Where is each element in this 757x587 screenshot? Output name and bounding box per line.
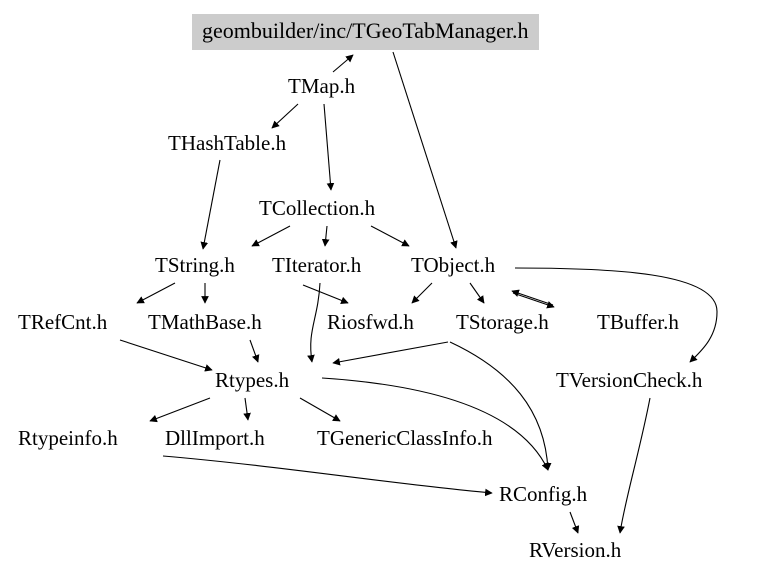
edge-tobject-tstorage: [469, 282, 485, 304]
edge-tmap-thashtable: [271, 103, 299, 129]
edge-tversioncheck-rversion: [617, 397, 651, 534]
node-tstorage[interactable]: TStorage.h: [456, 310, 549, 334]
node-rconfig[interactable]: RConfig.h: [499, 482, 588, 506]
node-tbuffer[interactable]: TBuffer.h: [597, 310, 679, 334]
edge-root-tobject: [392, 51, 458, 249]
node-tcollection[interactable]: TCollection.h: [259, 196, 376, 220]
node-titerator[interactable]: TIterator.h: [272, 253, 362, 277]
edge-tobject-riosfwd: [411, 282, 433, 304]
edge-tobject-tbuffer: [512, 292, 555, 309]
node-tstring[interactable]: TString.h: [155, 253, 235, 277]
edge-thashtable-tstring: [200, 159, 221, 250]
node-riosfwd[interactable]: Riosfwd.h: [327, 310, 414, 334]
edge-titerator-riosfwd: [302, 284, 349, 305]
node-tmap[interactable]: TMap.h: [288, 74, 356, 98]
edge-tstring-rtypes: [307, 282, 321, 363]
node-rtypeinfo[interactable]: Rtypeinfo.h: [18, 426, 118, 450]
node-rtypes[interactable]: Rtypes.h: [215, 368, 290, 392]
edge-tstring-trefcnt: [136, 282, 176, 304]
node-dllimport[interactable]: DllImport.h: [165, 426, 265, 450]
node-tgenericclassinfo[interactable]: TGenericClassInfo.h: [317, 426, 493, 450]
edge-tbuffer-tobject: [511, 289, 554, 306]
node-rversion[interactable]: RVersion.h: [529, 538, 622, 562]
edge-tcollection-tstring: [251, 225, 291, 247]
node-tversioncheck[interactable]: TVersionCheck.h: [556, 368, 703, 392]
edge-tstorage-rconfig: [449, 341, 552, 471]
edge-tcollection-titerator: [321, 225, 330, 247]
node-root[interactable]: geombuilder/inc/TGeoTabManager.h: [192, 14, 539, 50]
edge-tcollection-tobject: [370, 225, 410, 247]
edge-rconfig-rversion: [569, 511, 580, 534]
node-tmathbase[interactable]: TMathBase.h: [148, 310, 262, 334]
edge-dllimport-rconfig: [162, 455, 493, 497]
node-trefcnt[interactable]: TRefCnt.h: [18, 310, 108, 334]
edge-trefcnt-rtypes: [119, 339, 213, 372]
edge-tmathbase-rtypes: [249, 339, 260, 363]
edge-rtypes-rtypeinfo: [149, 397, 211, 423]
edge-tstorage-rtypes: [332, 341, 449, 366]
edge-rtypes-tgenericclassinfo: [299, 397, 341, 422]
node-tobject[interactable]: TObject.h: [411, 253, 496, 277]
edge-rtypes-rconfig: [321, 377, 549, 471]
edge-rtypes-dllimport: [243, 397, 251, 421]
node-thashtable[interactable]: THashTable.h: [168, 131, 287, 155]
edge-tobject-tversioncheck: [514, 267, 718, 363]
edge-tmap-root: [332, 54, 354, 73]
edge-tmap-tcollection: [323, 103, 335, 191]
